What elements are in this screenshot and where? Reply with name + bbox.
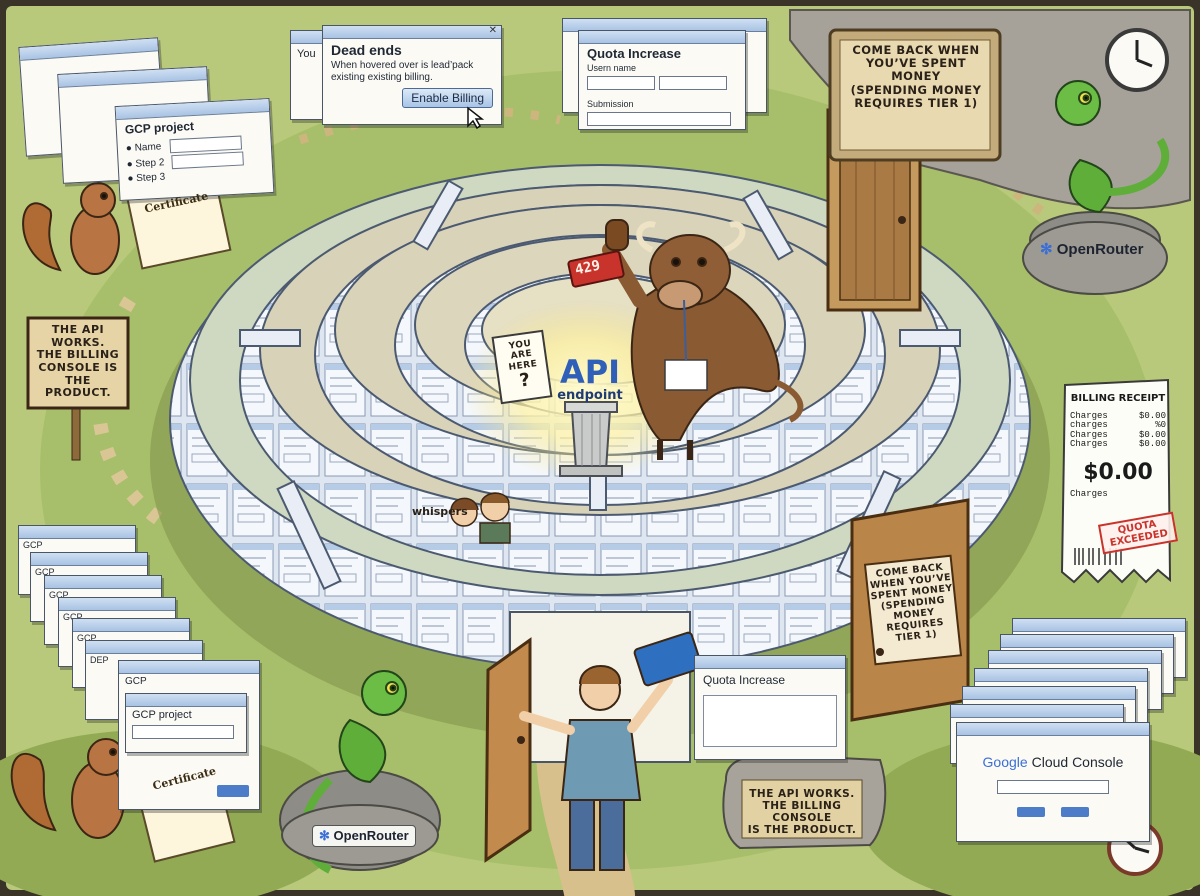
google-wordmark: Google: [982, 754, 1028, 770]
dead-ends-title: Dead ends: [331, 42, 402, 58]
google-cloud-logo: Google Cloud Console: [957, 754, 1149, 770]
squirrel-top-left: [22, 182, 120, 275]
gcp-window-title: GCP: [125, 676, 147, 687]
sign-top-right: COME BACK WHEN YOU’VE SPENT MONEY (SPEND…: [842, 43, 990, 110]
person-with-card: [519, 631, 703, 871]
sign-line: COME BACK WHEN: [852, 43, 980, 57]
gcp-next-button[interactable]: [217, 785, 249, 797]
gcp-name-field[interactable]: [169, 135, 243, 154]
openrouter-badge-bottom: ✻ OpenRouter: [312, 825, 416, 847]
receipt-row: Charges $0.00: [1070, 411, 1166, 421]
quota-increase-title: Quota Increase: [587, 46, 681, 61]
receipt-row: charges %0: [1070, 420, 1166, 431]
sign-left: THE API WORKS. THE BILLING CONSOLE IS TH…: [30, 323, 126, 400]
sign-line: WORKS.: [51, 335, 105, 349]
receipt-row: Charges $0.00: [1070, 429, 1166, 440]
openrouter-label: OpenRouter: [1056, 241, 1144, 258]
receipt-row-amount: $0.00: [1138, 429, 1166, 440]
openrouter-logo-icon: ✻: [1040, 241, 1053, 258]
quota-username-field[interactable]: [587, 75, 655, 90]
google-cloud-console-window: Google Cloud Console: [956, 722, 1150, 842]
bull-guard: [602, 221, 804, 460]
sign-line: THE BILLING: [36, 348, 120, 362]
quota-bottom-title: Quota Increase: [703, 673, 786, 687]
sign-line: THE API: [51, 323, 105, 336]
quota-increase-dialog: Quota Increase Usern name Submission: [578, 30, 746, 130]
gcp-front-window: GCP GCP project: [118, 660, 260, 810]
sign-line: THE API WORKS.: [749, 788, 855, 800]
squirrel-bottom-left: [10, 738, 125, 839]
receipt-row-amount: $0.00: [1138, 411, 1166, 421]
api-title: API: [559, 353, 621, 391]
cursor-icon: [467, 106, 484, 130]
quota-increase-dialog-bottom: Quota Increase: [694, 655, 846, 760]
console-secondary-button[interactable]: [1061, 807, 1090, 817]
api-endpoint-label: API endpoint: [550, 356, 630, 403]
gcp-step-label: Name: [134, 141, 162, 154]
dead-ends-dialog: ✕ Dead ends When hovered over is lead’pa…: [322, 25, 502, 125]
clock-top-right: [1105, 28, 1169, 92]
api-subtitle: endpoint: [557, 388, 623, 403]
sign-line: REQUIRES TIER 1): [854, 95, 978, 110]
openrouter-badge-top: ✻ OpenRouter: [1040, 240, 1143, 258]
receipt-row-label: charges: [1070, 420, 1108, 431]
quota-submission-field[interactable]: [587, 111, 731, 126]
whispers-label: whispers: [412, 505, 468, 518]
gcp-step-label: Step 2: [135, 157, 165, 170]
gcp-window-title: GCP: [35, 567, 55, 577]
quota-second-field[interactable]: [659, 75, 728, 90]
receipt-row-label: Charges: [1070, 439, 1108, 450]
console-search-field[interactable]: [997, 779, 1109, 794]
sign-line: YOU’VE SPENT MONEY: [865, 56, 967, 84]
whispering-people: [450, 492, 511, 544]
sign-door-right: COME BACK WHEN YOU’VE SPENT MONEY (SPEND…: [866, 562, 960, 647]
sign-line: CONSOLE IS: [38, 360, 118, 374]
sign-bottom-stone: THE API WORKS. THE BILLING CONSOLE IS TH…: [744, 788, 860, 836]
receipt-total: $0.00: [1083, 459, 1153, 485]
gcp-window-title: DEP: [90, 655, 109, 665]
receipt-row-amount: $0.00: [1138, 439, 1166, 450]
gcp-window-title: GCP: [63, 612, 83, 622]
sign-line: (SPENDING MONEY: [850, 82, 982, 97]
gcp-project-inner-dialog: GCP project: [125, 693, 247, 753]
gcp-window-title: GCP: [23, 540, 43, 550]
cloud-console-wordmark: Cloud Console: [1031, 754, 1124, 770]
gcp-window-title: GCP: [77, 633, 97, 643]
quota-username-label: Usern name: [587, 63, 637, 73]
sign-line: THE BILLING CONSOLE: [762, 800, 842, 825]
openrouter-label: OpenRouter: [333, 828, 409, 843]
quota-submission-label: Submission: [587, 99, 634, 109]
you-are-here-sign: YOU ARE HERE ?: [497, 337, 550, 395]
gcp-window-title: GCP: [49, 590, 69, 600]
gcp-inner-field[interactable]: [132, 724, 234, 739]
quota-bottom-textarea[interactable]: [703, 695, 837, 747]
billing-receipt: BILLING RECEIPT Charges $0.00 charges %0 C…: [1070, 393, 1166, 499]
receipt-row: Charges $0.00: [1070, 439, 1166, 450]
sign-line: IS THE PRODUCT.: [747, 824, 857, 837]
receipt-row-label: Charges: [1070, 429, 1108, 440]
gcp-project-panel: GCP project ● Name ● Step 2 ● Step 3: [114, 98, 275, 201]
receipt-row-amount: %0: [1155, 420, 1166, 431]
sign-line: THE PRODUCT.: [44, 373, 112, 400]
dialog-back-title: You: [297, 48, 316, 60]
enable-billing-button[interactable]: Enable Billing: [402, 88, 493, 108]
gcp-step-list: ● Name ● Step 2 ● Step 3: [118, 134, 273, 185]
receipt-footer-label: Charges: [1070, 488, 1108, 499]
close-icon[interactable]: ✕: [488, 25, 497, 36]
console-primary-button[interactable]: [1016, 807, 1045, 817]
gcp-step2-field[interactable]: [170, 151, 244, 170]
gcp-inner-title: GCP project: [132, 709, 192, 721]
receipt-title: BILLING RECEIPT: [1070, 393, 1166, 404]
gcp-step-label: Step 3: [135, 171, 166, 185]
dead-ends-body: When hovered over is lead’pack existing …: [331, 60, 474, 83]
receipt-row-label: Charges: [1070, 411, 1108, 421]
openrouter-logo-icon: ✻: [319, 828, 330, 843]
